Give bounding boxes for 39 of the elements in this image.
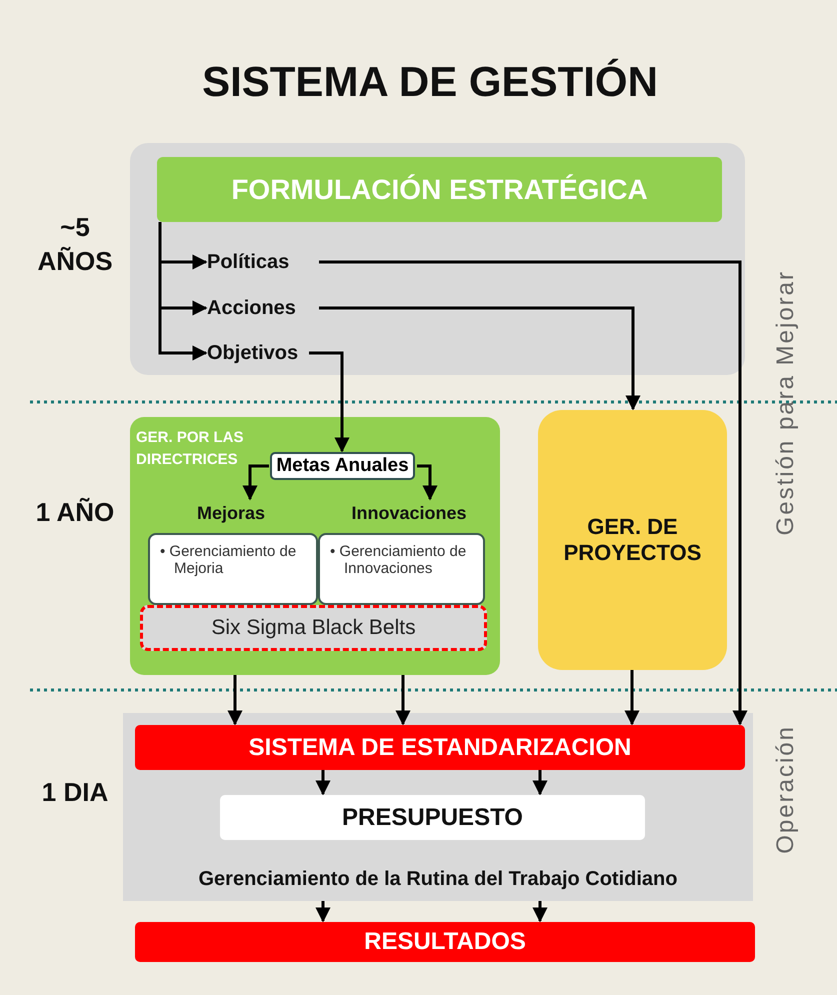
process-box: PRESUPUESTO xyxy=(220,795,645,840)
goal-box: Metas Anuales xyxy=(270,452,415,480)
arrow xyxy=(532,901,548,922)
arrow xyxy=(316,770,330,796)
panel-title: GER. POR LAS DIRECTRICES xyxy=(136,428,245,470)
arrow xyxy=(316,901,330,922)
time-label: 1 DIA xyxy=(40,776,110,809)
dashed-box: Six Sigma Black Belts xyxy=(140,605,487,651)
bullet-text: • Gerenciamiento de Innovaciones xyxy=(329,543,468,577)
text-box xyxy=(318,533,485,605)
arrow xyxy=(319,306,640,410)
process-box: GER. DE PROYECTOS xyxy=(538,410,727,670)
side-label: Gestión para Mejorar xyxy=(772,270,800,536)
panel xyxy=(123,713,753,901)
arrow xyxy=(396,675,410,726)
panel-caption: Gerenciamiento de la Rutina del Trabajo Cotidiano xyxy=(198,868,678,891)
list-label: Objetivos xyxy=(207,339,307,367)
list-label: Acciones xyxy=(207,294,317,322)
banner: RESULTADOS xyxy=(135,922,755,962)
column-label: Mejoras xyxy=(188,500,274,526)
time-label: ~5 AÑOS xyxy=(36,211,114,278)
text-box xyxy=(148,533,318,605)
arrow xyxy=(309,352,350,452)
banner: SISTEMA DE ESTANDARIZACION xyxy=(135,725,745,770)
banner: FORMULACIÓN ESTRATÉGICA xyxy=(157,157,722,222)
diagram-title: SISTEMA DE GESTIÓN xyxy=(201,58,659,106)
arrow xyxy=(319,260,748,726)
panel xyxy=(130,143,745,375)
side-label: Operación xyxy=(772,725,800,854)
arrow xyxy=(532,770,548,796)
arrow xyxy=(228,675,242,726)
arrow xyxy=(624,670,640,726)
panel xyxy=(130,417,500,675)
list-label: Políticas xyxy=(207,248,317,276)
arrow xyxy=(242,464,269,500)
arrow xyxy=(417,464,438,500)
bullet-text: • Gerenciamiento de Mejoria xyxy=(159,543,298,577)
time-label: 1 AÑO xyxy=(35,496,115,529)
column-label: Innovaciones xyxy=(345,500,473,526)
